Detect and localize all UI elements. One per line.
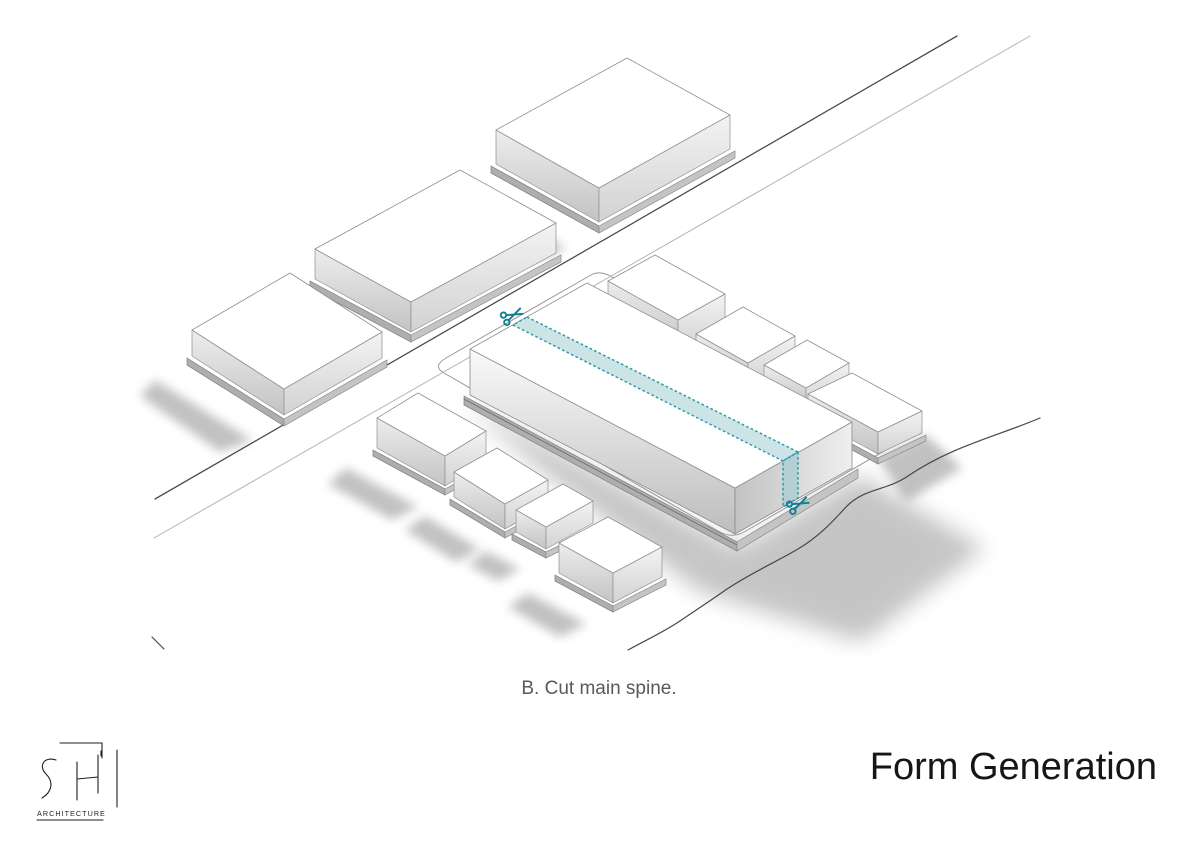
context-building-top [490, 57, 736, 234]
infill-box-c [511, 483, 598, 559]
page-title: Form Generation [869, 746, 1157, 788]
cut-main-spine-band [512, 316, 799, 508]
infill-box-shadow [405, 516, 480, 562]
logo-monogram: ARCHITECTURE [36, 742, 118, 821]
logo-letter-s [41, 758, 57, 799]
context-building-left [186, 272, 388, 427]
terrain-tick-mark [151, 636, 165, 650]
step-caption: B. Cut main spine. [521, 678, 677, 699]
infill-box-shadow [508, 593, 586, 637]
logo-letter-h [76, 750, 102, 801]
context-building-shadow [140, 380, 252, 452]
infill-box-d [554, 516, 667, 613]
cut-band-wall-segment [782, 451, 799, 508]
main-building-shadow [462, 400, 985, 642]
context-building-middle [309, 169, 562, 343]
main-building-plinth [736, 468, 859, 552]
main-building-base-line [463, 398, 738, 546]
logo-frame-line [59, 742, 103, 759]
infill-box-shadow [328, 468, 418, 520]
logo-wordmark: ARCHITECTURE [37, 809, 106, 818]
terrain-contour-line [627, 417, 1041, 651]
infill-box-shadow [468, 551, 520, 581]
site-boundary-outline [438, 272, 894, 536]
firm-logo: ARCHITECTURE [33, 736, 143, 828]
